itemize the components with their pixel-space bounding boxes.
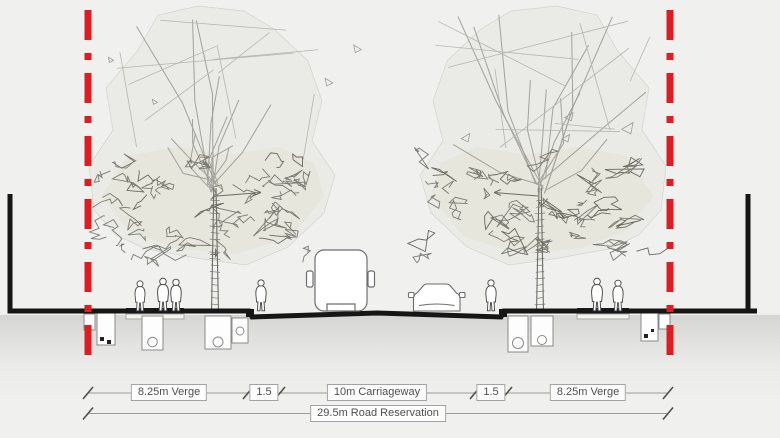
truck-icon <box>305 249 376 312</box>
kerb-left <box>246 309 254 317</box>
ground-section-line <box>7 194 757 320</box>
car-icon <box>407 283 466 312</box>
kerb-right <box>499 309 507 317</box>
dimension-label-verge-left: 8.25m Verge <box>130 384 208 401</box>
dimension-label-strip-left: 1.5 <box>249 384 279 401</box>
pedestrians <box>134 277 624 312</box>
dimension-label-carriageway: 10m Carriageway <box>326 384 428 401</box>
dimension-label-verge-right: 8.25m Verge <box>549 384 627 401</box>
tree-icon-left <box>88 5 363 313</box>
dimension-label-strip-right: 1.5 <box>476 384 506 401</box>
tree-icon-right <box>406 5 670 313</box>
dimension-label-road-reservation: 29.5m Road Reservation <box>310 405 446 422</box>
